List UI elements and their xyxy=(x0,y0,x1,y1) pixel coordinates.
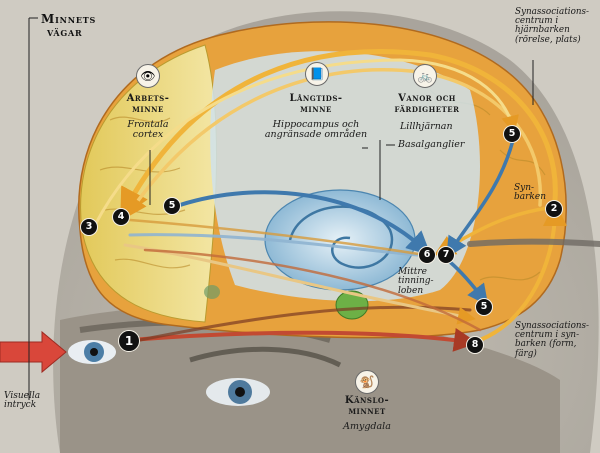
marker-2: 2 xyxy=(545,200,563,218)
marker-6: 6 xyxy=(418,246,436,264)
label-kanslominnet: Känslo-minnet xyxy=(344,395,390,417)
book-icon: 📘 xyxy=(305,62,329,86)
marker-7: 7 xyxy=(437,246,455,264)
label-arbetsminne: Arbets-minne xyxy=(126,93,170,115)
marker-4: 4 xyxy=(112,208,130,226)
label-synassoc-bottom: Synassociations-centrum i syn-barken (fo… xyxy=(515,321,590,359)
cyclist-icon: 🚲 xyxy=(413,64,437,88)
marker-3: 3 xyxy=(80,218,98,236)
ear-eye-icon: 👁 xyxy=(136,64,160,88)
label-langtidsminne: Långtids-minne xyxy=(289,93,343,115)
marker-8: 8 xyxy=(466,336,484,354)
marker-5-top: 5 xyxy=(503,125,521,143)
marker-5-frontal: 5 xyxy=(163,197,181,215)
label-lillhjarnan: Lillhjärnan xyxy=(400,121,453,132)
label-synbarken: Syn-barken xyxy=(514,183,547,203)
marker-5-bottom: 5 xyxy=(475,298,493,316)
label-amygdala: Amygdala xyxy=(343,421,391,432)
monkey-icon: 🐒 xyxy=(355,370,379,394)
label-basalganglier: Basalganglier xyxy=(398,139,465,150)
marker-1: 1 xyxy=(118,330,140,352)
diagram-title: Minnets vägar xyxy=(41,12,97,40)
visual-input-arrow xyxy=(0,330,67,374)
